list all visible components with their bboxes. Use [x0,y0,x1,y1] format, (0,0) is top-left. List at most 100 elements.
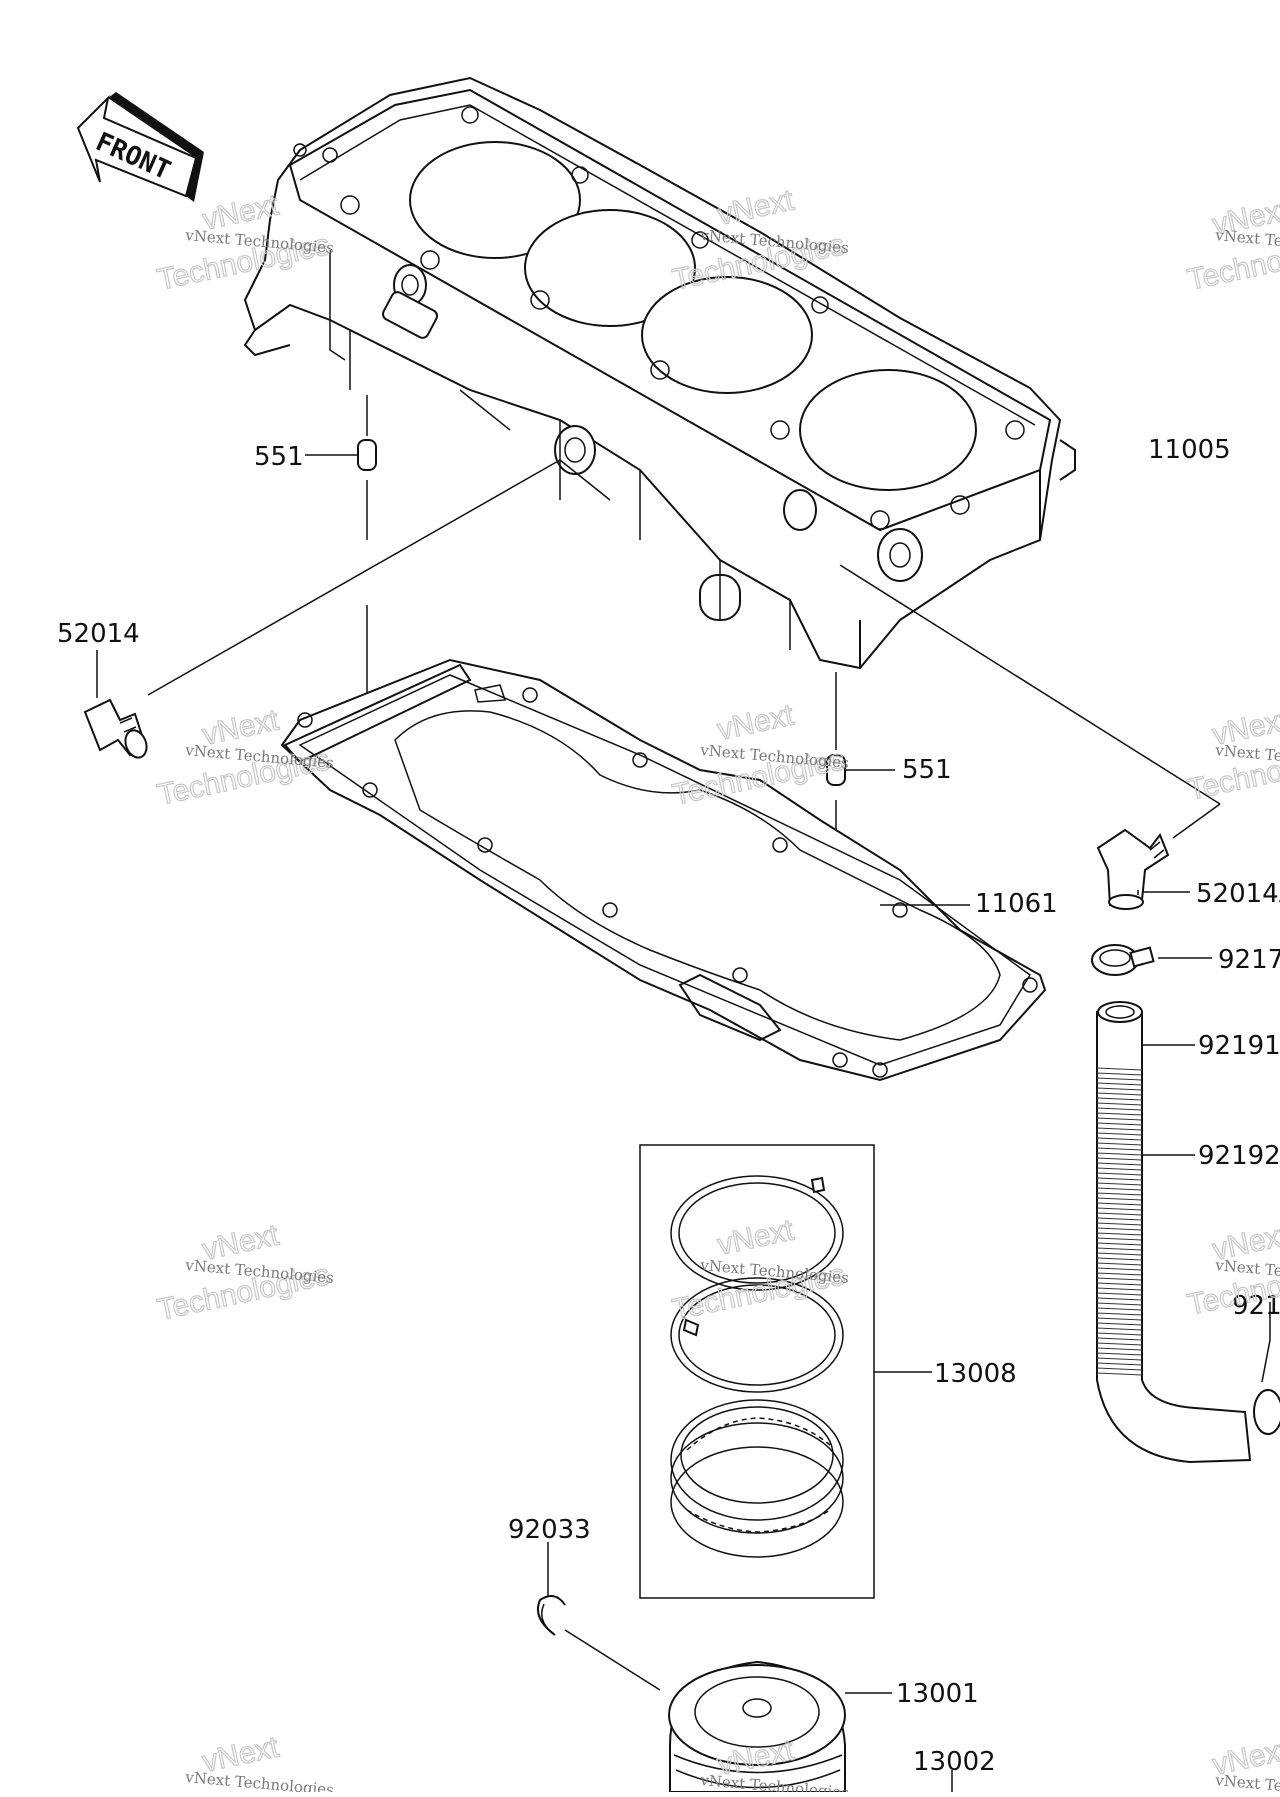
hose-rib [1096,1287,1143,1291]
hose-rib [1096,1297,1143,1301]
hose-rib [1096,1117,1143,1121]
svg-text:vNext: vNext [715,698,798,746]
label-11061: 11061 [975,889,1058,919]
fitting-52014a [839,564,1221,910]
hose-rib [1096,1177,1143,1181]
hose-rib [1096,1307,1143,1311]
watermark-lower-left: vNext Technologies vNext Technologies [154,1218,335,1328]
hose-rib [1096,1332,1143,1336]
hose-rib [1096,1372,1143,1376]
svg-text:vNext Technologies: vNext Technologies [184,1768,335,1792]
watermark-mid-right: vNext Technologies vNext Technologies [1184,703,1280,808]
hose-rib [1096,1342,1143,1346]
head-gasket [280,658,1047,1082]
cylinder-block [243,76,1076,670]
hose-rib [1096,1242,1143,1246]
hose-rib [1096,1337,1143,1341]
hose-rib [1096,1327,1143,1331]
hose-rib [1096,1147,1143,1151]
hose-rib [1096,1232,1143,1236]
hose-rib [1096,1227,1143,1231]
label-52014: 52014 [57,619,140,649]
hose-rib [1096,1202,1143,1206]
label-92171-lower: 92171 [1232,1291,1280,1321]
hose-rib [1096,1107,1143,1111]
hose-rib [1096,1322,1143,1326]
hose-rib [1096,1277,1143,1281]
hose-rib [1096,1217,1143,1221]
hose-rib [1096,1352,1143,1356]
breather-hose [1096,1001,1252,1464]
label-13002: 13002 [913,1747,996,1777]
hose-rib [1096,1267,1143,1271]
label-551-mid: 551 [902,755,952,785]
hose-rib [1096,1252,1143,1256]
hose-rib [1096,1312,1143,1316]
hose-rib [1096,1347,1143,1351]
hose-rib [1096,1132,1143,1136]
hose-rib [1096,1192,1143,1196]
watermark-lower-center: vNext Technologies vNext Technologies [669,1213,850,1328]
front-arrow: FRONT [76,92,204,202]
hose-rib [1096,1172,1143,1176]
hose-clamp-lower [1253,1302,1280,1435]
hose-rib [1096,1317,1143,1321]
hose-rib [1096,1127,1143,1131]
hose-rib [1096,1112,1143,1116]
svg-text:vNext: vNext [715,183,798,231]
label-92192: 92192 [1198,1141,1280,1171]
hose-rib [1096,1222,1143,1226]
hose-rib [1096,1102,1143,1106]
circlip-92033 [536,1542,661,1691]
hose-rib [1096,1162,1143,1166]
hose-rib [1096,1207,1143,1211]
hose-clamp-92171 [1091,944,1212,976]
hose-rib [1096,1292,1143,1296]
piston-ring-set [639,1144,932,1599]
hose-rib [1096,1122,1143,1126]
hose-rib [1096,1142,1143,1146]
fitting-52014 [83,459,561,759]
hose-rib [1096,1357,1143,1361]
hose-rib [1096,1157,1143,1161]
label-11005: 11005 [1148,435,1231,465]
hose-rib [1096,1247,1143,1251]
hose-rib [1096,1282,1143,1286]
hose-rib [1096,1212,1143,1216]
hose-rib [1096,1237,1143,1241]
hose-rib [1096,1077,1143,1081]
hose-rib [1096,1272,1143,1276]
piston [668,1660,953,1793]
hose-rib [1096,1092,1143,1096]
hose-rib [1096,1187,1143,1191]
hose-rib [1096,1152,1143,1156]
label-13001: 13001 [896,1679,979,1709]
hose-rib [1096,1362,1143,1366]
hose-rib [1096,1257,1143,1261]
hose-rib [1096,1367,1143,1371]
hose-rib [1096,1167,1143,1171]
hose-rib [1096,1067,1143,1071]
label-92033: 92033 [508,1515,591,1545]
hose-rib [1096,1302,1143,1306]
label-13008: 13008 [934,1359,1017,1389]
hose-rib [1096,1197,1143,1201]
watermark-bottom-left: vNext vNext Technologies [184,1730,335,1797]
svg-text:vNext: vNext [715,1213,798,1261]
hose-rib [1096,1137,1143,1141]
hose-rib [1096,1082,1143,1086]
watermark-top-right: vNext Technologies vNext Technologies [1184,193,1280,298]
hose-rib [1096,1262,1143,1266]
label-52014a: 52014A [1196,879,1280,909]
svg-text:vNext Technologies: vNext Technologies [1214,1771,1280,1792]
watermark-bottom-right: vNext vNext Technologies [1209,1733,1280,1797]
hose-rib [1096,1087,1143,1091]
label-92171: 92171 [1218,945,1280,975]
hose-rib [1096,1097,1143,1101]
label-551-top: 551 [254,442,304,472]
hose-rib [1096,1182,1143,1186]
label-92191: 92191 [1198,1031,1280,1061]
hose-rib [1096,1072,1143,1076]
